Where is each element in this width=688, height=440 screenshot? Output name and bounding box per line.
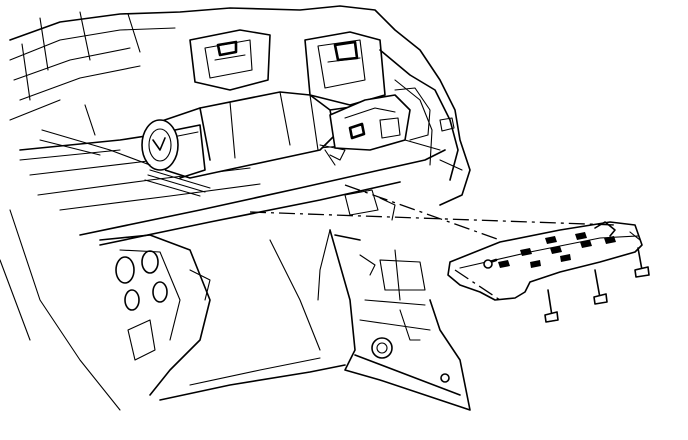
module-assembly <box>39 87 455 197</box>
screw-2 <box>593 269 608 305</box>
mounting-plate <box>447 221 643 301</box>
fasteners <box>544 247 650 323</box>
alignment-lines <box>249 184 616 301</box>
screw-3 <box>634 247 650 278</box>
body-structure <box>0 5 471 411</box>
screw-1 <box>544 289 559 323</box>
